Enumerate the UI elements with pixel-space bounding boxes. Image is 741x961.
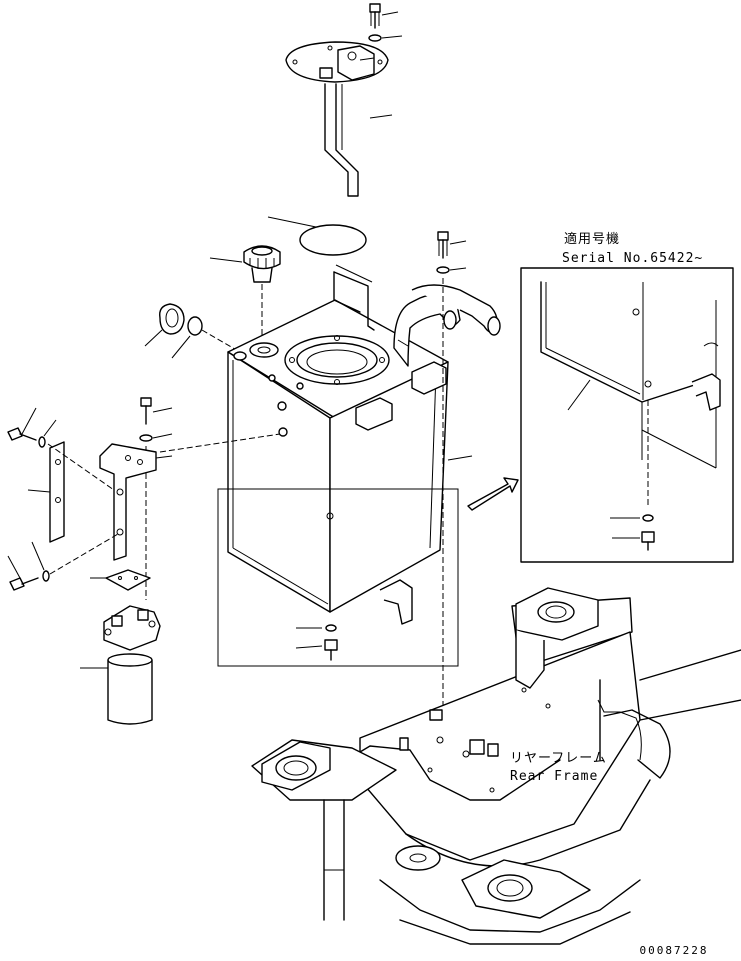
detail-arrow bbox=[467, 477, 519, 511]
top-bolt bbox=[369, 3, 399, 29]
rear-frame-label-en: Rear Frame bbox=[510, 769, 598, 784]
drain-plug bbox=[295, 624, 338, 661]
sight-gauge bbox=[144, 303, 241, 359]
detail-title: 適用号機 bbox=[564, 231, 620, 247]
corner-bolt bbox=[436, 231, 473, 716]
return-filter bbox=[80, 605, 161, 725]
serial-label: Serial No.65422~ bbox=[562, 251, 703, 266]
detail-inset: 適用号機 Serial No.65422~ bbox=[520, 231, 734, 563]
o-ring bbox=[267, 216, 367, 256]
breather-cap bbox=[209, 245, 281, 346]
filter-gasket bbox=[90, 569, 151, 591]
rear-frame bbox=[251, 587, 741, 945]
top-washer bbox=[368, 34, 403, 42]
hydraulic-tank bbox=[227, 264, 449, 625]
document-number: 00087228 bbox=[640, 944, 709, 957]
zoom-region-box bbox=[217, 488, 459, 667]
filter-bracket bbox=[7, 397, 281, 600]
rear-frame-label-jp: リヤーフレーム bbox=[510, 751, 607, 766]
suction-flange bbox=[285, 41, 393, 197]
return-pipe bbox=[393, 284, 501, 367]
